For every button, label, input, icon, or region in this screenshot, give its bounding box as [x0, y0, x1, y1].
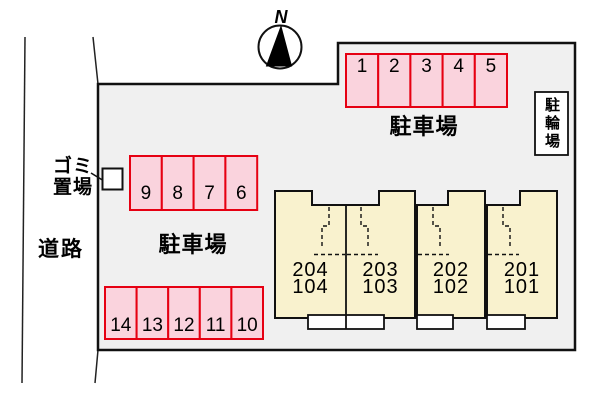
unit-upper-204: 204 [292, 259, 329, 281]
parking-stall-number-2: 2 [388, 56, 400, 77]
parking-stall-number-7: 7 [204, 183, 215, 204]
porch-201 [486, 314, 526, 330]
parking-stall-number-9: 9 [140, 183, 152, 204]
stair-path-201 [488, 207, 519, 256]
garbage-label: ゴミ 置場 [30, 156, 93, 198]
bicycle-parking-label: 駐輪場 [543, 96, 560, 151]
parking-stall-8 [160, 155, 195, 211]
porches [307, 314, 526, 330]
parking-stall-6 [224, 155, 259, 211]
road-label: 道路 [38, 238, 84, 261]
garbage-label-line1: ゴミ [52, 156, 93, 177]
parking-stall-1 [345, 53, 380, 108]
compass-label: N [274, 7, 288, 27]
unit-upper-201: 201 [503, 259, 541, 281]
unit-lower-104: 104 [292, 276, 329, 298]
parking-stall-3 [409, 53, 444, 108]
parking-stall-number-4: 4 [453, 56, 464, 77]
parking-stall-13 [135, 286, 170, 340]
bicycle-parking-label-box: 駐輪場 [535, 92, 568, 155]
stair-path-203 [347, 207, 378, 256]
parking-row-top [345, 53, 508, 108]
parking-stall-number-12: 12 [173, 315, 195, 336]
bicycle-parking-box [534, 91, 569, 156]
garbage-label-line2: 置場 [52, 176, 93, 198]
parking-stall-number-10: 10 [236, 315, 258, 336]
unit-label-203-103: 203 103 [341, 259, 421, 298]
parking-stall-number-3: 3 [421, 56, 432, 77]
parking-stall-10 [230, 286, 264, 340]
parking-stall-4 [441, 53, 476, 108]
garbage-box [101, 167, 124, 191]
parking-stall-number-8: 8 [172, 183, 183, 204]
parking-lot-middle-label: 駐車場 [158, 232, 228, 257]
stair-path-204 [314, 207, 345, 256]
stair-path-202 [418, 207, 449, 256]
parking-stall-number-5: 5 [485, 56, 497, 77]
parking-stall-7 [192, 155, 227, 211]
north-compass [257, 24, 303, 70]
parking-lot-top-label: 駐車場 [389, 114, 459, 139]
parking-stall-12 [167, 286, 201, 340]
unit-upper-203: 203 [362, 259, 399, 281]
parking-row-middle [129, 155, 259, 211]
parking-stall-5 [473, 53, 508, 108]
porch-202 [416, 314, 454, 330]
parking-stall-number-14: 14 [110, 315, 132, 336]
road-line-left [21, 36, 26, 384]
compass-needle [265, 24, 293, 67]
parking-stall-number-13: 13 [141, 315, 163, 336]
unit-lower-103: 103 [362, 276, 399, 298]
parking-stall-number-11: 11 [205, 315, 226, 336]
parking-stall-number-1: 1 [356, 56, 368, 77]
parking-row-bottom [104, 286, 264, 340]
unit-lower-101: 101 [503, 276, 541, 298]
entry-stair-paths [314, 207, 519, 256]
unit-label-204-104: 204 104 [271, 259, 351, 298]
parking-stall-9 [129, 155, 163, 211]
unit-label-201-101: 201 101 [482, 259, 562, 298]
parking-stall-number-6: 6 [236, 183, 247, 204]
unit-upper-202: 202 [432, 259, 470, 281]
unit-lower-102: 102 [432, 276, 470, 298]
parking-stall-14 [104, 286, 138, 340]
unit-label-202-102: 202 102 [411, 259, 491, 298]
